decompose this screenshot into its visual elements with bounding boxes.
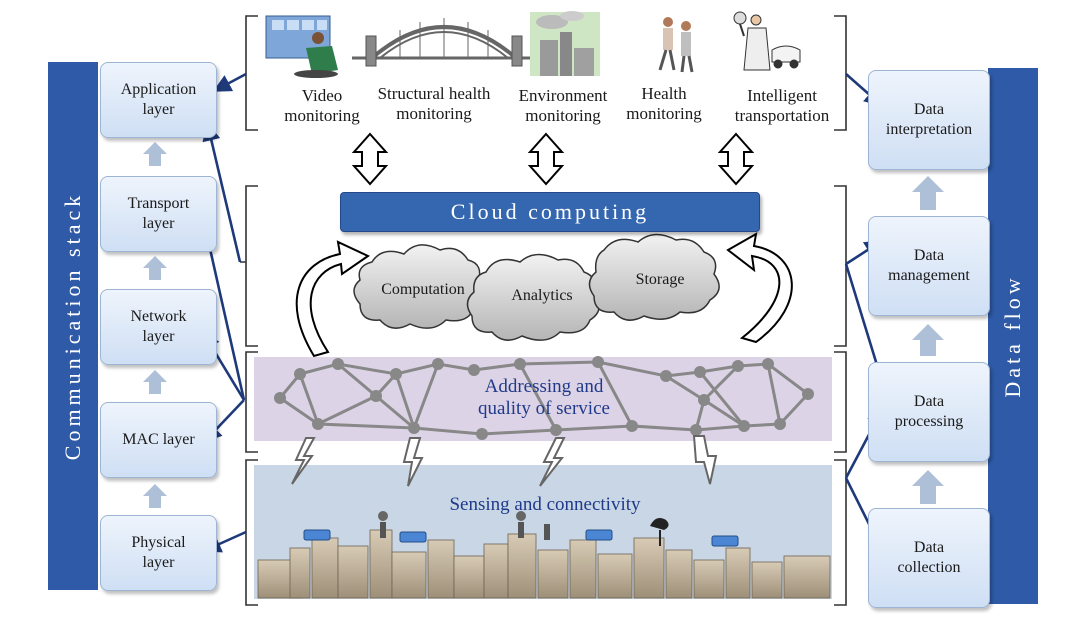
sensing-connectivity-label: Sensing and connectivity xyxy=(449,494,641,515)
sensor-cameras xyxy=(303,529,739,547)
network-layer-box: Network layer xyxy=(100,289,217,365)
structural-health-label: Structural health monitoring xyxy=(377,84,491,123)
environment-monitoring-label: Environment monitoring xyxy=(518,86,608,125)
wireless-bolts xyxy=(291,435,718,487)
transport-layer-label: Transport layer xyxy=(127,195,190,232)
data-collection-label: Data collection xyxy=(897,539,961,576)
physical-layer-label: Physical layer xyxy=(131,534,186,571)
clouds xyxy=(353,233,720,341)
factory-chimneys xyxy=(378,511,550,540)
health-illustration xyxy=(658,17,694,73)
data-interpretation-box: Data interpretation xyxy=(868,70,990,170)
bridge-illustration xyxy=(352,18,535,67)
double-arrows xyxy=(351,132,755,186)
data-processing-box: Data processing xyxy=(868,362,990,462)
curved-arrows xyxy=(295,232,793,358)
transport-layer-box: Transport layer xyxy=(100,176,217,252)
communication-stack-title: Communication stack xyxy=(60,191,85,461)
storage-label: Storage xyxy=(635,271,685,288)
data-management-box: Data management xyxy=(868,216,990,316)
data-management-label: Data management xyxy=(888,247,970,284)
health-monitoring-label: Health monitoring xyxy=(626,84,702,123)
data-flow-title: Data flow xyxy=(1000,274,1025,398)
video-monitoring-label: Video monitoring xyxy=(284,86,360,125)
weather-vane xyxy=(650,518,669,546)
data-flow-bar: Data flow xyxy=(988,68,1038,604)
analytics-label: Analytics xyxy=(511,287,573,304)
video-monitoring-illustration xyxy=(265,15,338,78)
city-skyline xyxy=(257,529,831,599)
data-collection-box: Data collection xyxy=(868,508,990,608)
flow-up-arrows xyxy=(912,176,944,504)
data-processing-label: Data processing xyxy=(894,393,964,430)
physical-layer-box: Physical layer xyxy=(100,515,217,591)
computation-label: Computation xyxy=(381,281,465,298)
network-layer-label: Network layer xyxy=(130,308,187,345)
transportation-illustration xyxy=(733,11,801,71)
application-layer-box: Application layer xyxy=(100,62,217,138)
mesh-nodes xyxy=(274,356,814,440)
addressing-qos-label: Addressing and quality of service xyxy=(478,376,610,419)
mac-layer-box: MAC layer xyxy=(100,402,217,478)
stack-up-arrows xyxy=(143,142,167,508)
intelligent-transportation-label: Intelligent transportation xyxy=(734,86,830,125)
cloud-computing-bar: Cloud computing xyxy=(340,192,760,232)
communication-stack-bar: Communication stack xyxy=(48,62,98,590)
application-layer-label: Application layer xyxy=(120,81,197,118)
environment-illustration xyxy=(530,11,600,76)
mac-layer-label: MAC layer xyxy=(122,431,195,448)
data-interpretation-label: Data interpretation xyxy=(885,101,973,138)
